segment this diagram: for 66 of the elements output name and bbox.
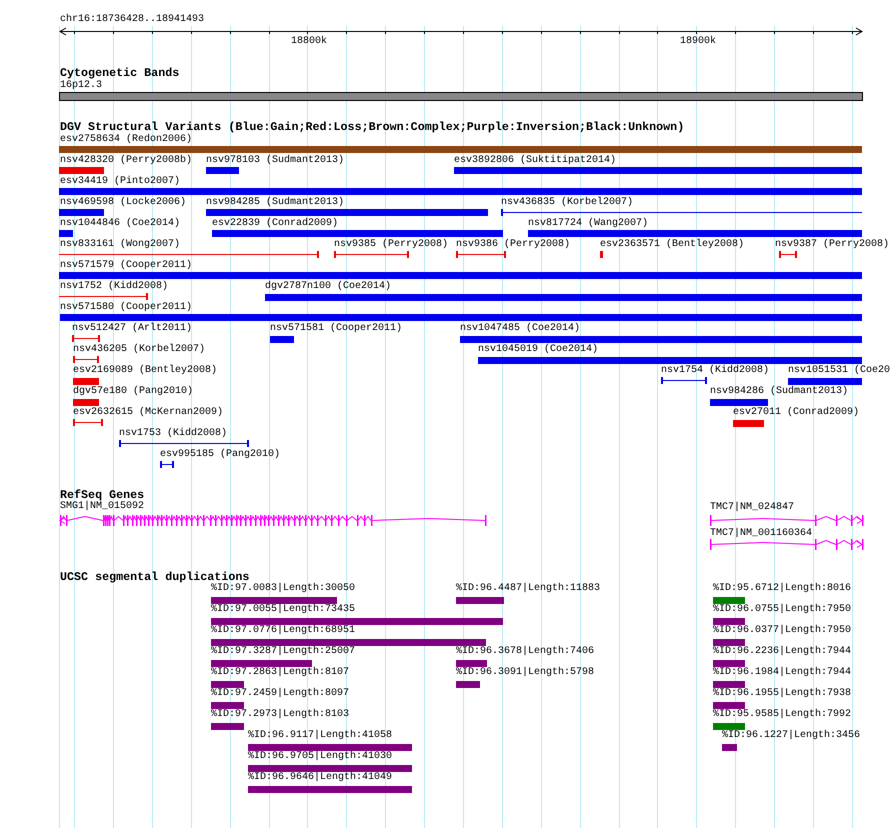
variant-label: esv3892806 (Suktitipat2014) [454, 156, 616, 166]
variant-label: nsv571579 (Cooper2011) [60, 261, 192, 271]
gene-label: SMG1|NM_015092 [60, 502, 144, 512]
variant-label: nsv571580 (Cooper2011) [60, 303, 192, 313]
variant-label: nsv833161 (Wong2007) [60, 240, 180, 250]
duplication-label: %ID:96.9117|Length:41058 [248, 731, 392, 741]
variant-label: nsv1752 (Kidd2008) [60, 282, 168, 292]
variant-label: esv2758634 (Redon2006) [60, 135, 192, 145]
variant-label: nsv1047485 (Coe2014) [460, 324, 580, 334]
variant-label: nsv428320 (Perry2008b) [60, 156, 192, 166]
variant-label: nsv817724 (Wang2007) [528, 219, 648, 229]
variant-label: nsv571581 (Cooper2011) [270, 324, 402, 334]
track-title: RefSeq Genes [60, 489, 144, 501]
duplication-label: %ID:96.9705|Length:41030 [248, 752, 392, 762]
duplication-label: %ID:97.2973|Length:8103 [211, 710, 350, 720]
duplication-label: %ID:96.0755|Length:7950 [713, 605, 852, 615]
duplication-label: %ID:96.2236|Length:7944 [713, 647, 852, 657]
variant-label: esv995185 (Pang2010) [160, 450, 280, 460]
duplication-label: %ID:96.4487|Length:11883 [456, 584, 600, 594]
duplication-label: %ID:95.6712|Length:8016 [713, 584, 852, 594]
variant-label: esv22839 (Conrad2009) [212, 219, 338, 229]
gene-label: TMC7|NM_001160364 [710, 529, 812, 539]
duplication-label: %ID:96.3091|Length:5798 [456, 668, 594, 678]
duplication-label: %ID:97.0055|Length:73435 [211, 605, 356, 615]
duplication-label: %ID:95.9585|Length:7992 [713, 710, 852, 720]
variant-label: nsv9387 (Perry2008) [775, 240, 890, 250]
duplication-label: %ID:96.0377|Length:7950 [713, 626, 852, 636]
variant-label: esv34419 (Pinto2007) [60, 177, 180, 187]
variant-label: esv2363571 (Bentley2008) [600, 240, 744, 250]
axis-tick-label: 18800k [291, 37, 328, 47]
duplication-label: %ID:97.0083|Length:30050 [211, 584, 356, 594]
duplication-label: %ID:97.2459|Length:8097 [211, 689, 350, 699]
duplication-label: %ID:97.3287|Length:25007 [211, 647, 356, 657]
variant-label: nsv978103 (Sudmant2013) [206, 156, 344, 166]
duplication-label: %ID:97.2863|Length:8107 [211, 668, 350, 678]
variant-label: esv27011 (Conrad2009) [733, 408, 860, 418]
variant-label: esv2632615 (McKernan2009) [73, 408, 224, 418]
variant-label: nsv9385 (Perry2008) [334, 240, 448, 250]
variant-label: nsv1754 (Kidd2008) [661, 366, 770, 376]
variant-label: nsv984285 (Sudmant2013) [206, 198, 344, 208]
variant-label: dgv57e180 (Pang2010) [73, 387, 194, 397]
variant-label: esv2169089 (Bentley2008) [73, 366, 218, 376]
variant-label: nsv9386 (Perry2008) [456, 240, 570, 250]
variant-label: nsv1044846 (Coe2014) [60, 219, 180, 229]
variant-label: nsv1051531 (Coe20 [788, 366, 890, 376]
axis-tick-label: 18900k [680, 37, 716, 47]
duplication-label: %ID:96.1955|Length:7938 [713, 689, 852, 699]
duplication-label: %ID:97.0776|Length:68951 [211, 626, 356, 636]
variant-label: dgv2787n100 (Coe2014) [265, 282, 392, 292]
variant-label: nsv1045019 (Coe2014) [478, 345, 598, 355]
track-title: UCSC segmental duplications [60, 571, 250, 583]
gene-label: TMC7|NM_024847 [710, 503, 794, 513]
duplication-label: %ID:96.1984|Length:7944 [713, 668, 852, 678]
variant-label: nsv436205 (Korbel2007) [73, 345, 206, 355]
variant-label: nsv1753 (Kidd2008) [119, 429, 228, 439]
track-title: Cytogenetic Bands [60, 67, 180, 79]
duplication-label: %ID:96.3678|Length:7406 [456, 647, 594, 657]
variant-label: nsv512427 (Arlt2011) [72, 324, 192, 334]
variant-label: nsv984286 (Sudmant2013) [710, 387, 848, 397]
duplication-label: %ID:96.9646|Length:41049 [248, 773, 392, 783]
variant-label: nsv436835 (Korbel2007) [501, 198, 634, 208]
band-label: 16p12.3 [60, 81, 102, 91]
duplication-label: %ID:96.1227|Length:3456 [722, 731, 860, 741]
coordinate-label: chr16:18736428..18941493 [60, 15, 204, 25]
variant-label: nsv469598 (Locke2006) [60, 198, 186, 208]
track-title: DGV Structural Variants (Blue:Gain;Red:Loss;Brown:Complex;Purple:Inversion;Black:Unknown) [60, 121, 684, 133]
